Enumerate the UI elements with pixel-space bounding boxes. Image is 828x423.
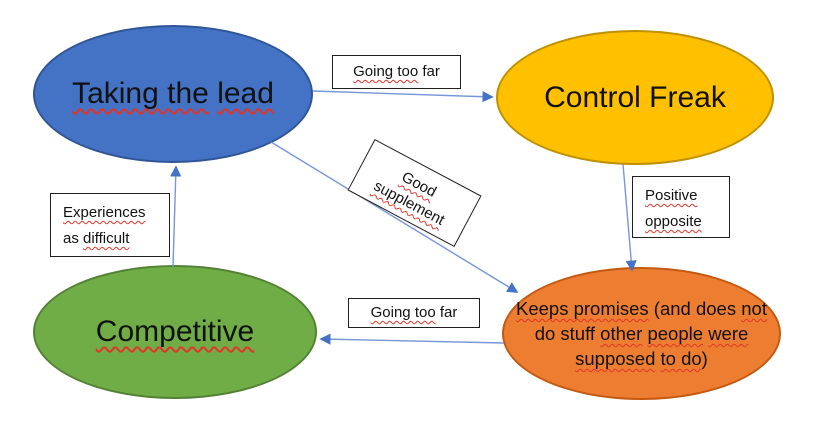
node-taking-the-lead-label: Taking the lead <box>72 77 274 111</box>
label-segment: as <box>63 230 84 247</box>
label-segment: Going too <box>370 304 436 321</box>
label-segment: people <box>647 323 704 344</box>
node-competitive-label: Competitive <box>96 315 254 349</box>
edge-label-experiences-as-difficult: Experiences as difficult <box>50 193 170 257</box>
node-competitive: Competitive <box>33 265 317 399</box>
label-segment: not <box>741 298 767 319</box>
label-segment: Competitive <box>95 315 255 348</box>
label-segment: Taking the <box>72 77 209 110</box>
label-segment: other <box>600 323 643 344</box>
label-segment: Experiences <box>63 204 146 221</box>
label-segment: were <box>708 323 749 344</box>
label-segment: Going too <box>353 63 419 80</box>
arrow-taking-to-keeps <box>270 141 519 293</box>
label-segment: opposite <box>645 213 702 230</box>
edge-label-going-too-far-top: Going too far <box>332 55 461 89</box>
label-segment: Keeps promises <box>516 298 649 319</box>
label-segment: ) <box>701 348 708 369</box>
label-segment: Positive <box>645 187 698 204</box>
label-segment: supposed <box>575 348 656 369</box>
label-segment: far <box>418 63 440 80</box>
edge-label-going-too-far-bottom: Going too far <box>348 298 480 328</box>
node-keeps-promises: Keeps promises (and does not do stuff oth… <box>502 267 781 400</box>
arrow-control-to-keeps <box>622 163 637 272</box>
arrow-taking-to-control <box>312 90 494 103</box>
label-line: Positive <box>645 183 729 209</box>
label-segment: do stuff <box>534 323 601 344</box>
label-segment: to do <box>660 348 702 369</box>
node-control-freak: Control Freak <box>496 30 774 165</box>
node-control-freak-label: Control Freak <box>544 80 726 114</box>
label-segment: lead <box>217 77 274 110</box>
arrow-competitive-to-taking <box>170 165 182 268</box>
label-segment: (and does <box>648 298 742 319</box>
label-line: as difficult <box>63 226 169 252</box>
edge-label-positive-opposite: Positive opposite <box>632 176 730 238</box>
label-line: Experiences <box>63 200 169 226</box>
arrow-keeps-to-competitive <box>319 333 505 345</box>
label-segment: difficult <box>83 230 130 247</box>
node-taking-the-lead: Taking the lead <box>33 25 313 163</box>
label-segment: far <box>435 304 458 321</box>
label-line: opposite <box>645 209 729 235</box>
node-keeps-promises-label: Keeps promises (and does not do stuff oth… <box>504 296 779 371</box>
